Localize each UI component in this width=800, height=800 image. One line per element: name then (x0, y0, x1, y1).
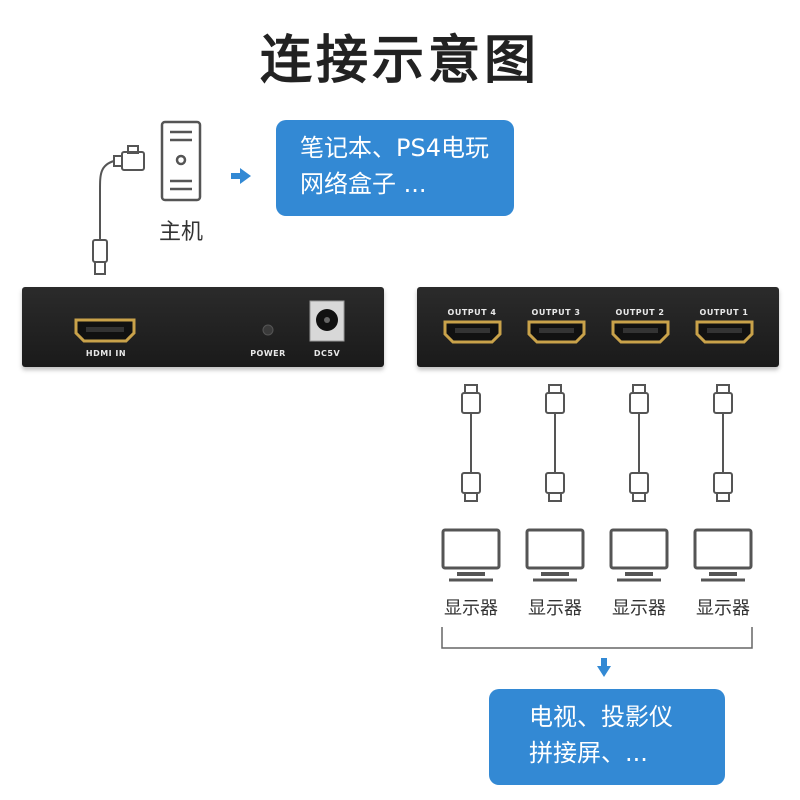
output-2-label: OUTPUT 2 (615, 308, 665, 317)
bracket-icon (441, 627, 753, 649)
monitor-4-label: 显示器 (444, 598, 498, 619)
hdmi-out-port-3-icon (527, 320, 586, 344)
hdmi-cable-4-icon (461, 384, 481, 502)
power-label: POWER (250, 349, 286, 358)
target-line-1: 电视、投影仪 (529, 703, 673, 731)
monitor-4-icon (441, 528, 501, 582)
hdmi-in-label: HDMI IN (85, 349, 127, 358)
source-line-1: 笔记本、PS4电玩 (300, 134, 489, 162)
source-devices-box: 笔记本、PS4电玩 网络盒子 ... (276, 120, 514, 216)
output-3-label: OUTPUT 3 (531, 308, 581, 317)
splitter-output-panel: OUTPUT 4 OUTPUT 3 OUTPUT 2 OUTPUT 1 (417, 287, 779, 367)
hdmi-cable-1-icon (713, 384, 733, 502)
monitor-2-icon (609, 528, 669, 582)
hdmi-out-port-4-icon (443, 320, 502, 344)
target-devices-box: 电视、投影仪 拼接屏、... (489, 689, 725, 785)
hdmi-out-port-2-icon (611, 320, 670, 344)
hdmi-cable-icon (92, 145, 145, 275)
monitor-3-icon (525, 528, 585, 582)
page-title: 连接示意图 (259, 31, 540, 91)
source-line-2: 网络盒子 ... (300, 170, 427, 198)
dc-jack-icon (309, 300, 345, 342)
splitter-input-panel: HDMI IN POWER DC5V (22, 287, 384, 367)
output-4-label: OUTPUT 4 (447, 308, 497, 317)
arrow-right-icon (231, 168, 251, 184)
dc5v-label: DC5V (313, 349, 341, 358)
monitor-2-label: 显示器 (612, 598, 666, 619)
pc-tower-icon (160, 120, 202, 202)
hdmi-in-port-icon (74, 318, 136, 343)
output-1-label: OUTPUT 1 (699, 308, 749, 317)
hdmi-cable-2-icon (629, 384, 649, 502)
target-line-2: 拼接屏、... (529, 739, 648, 767)
arrow-down-icon (597, 658, 611, 677)
monitor-1-icon (693, 528, 753, 582)
monitor-1-label: 显示器 (696, 598, 750, 619)
monitor-3-label: 显示器 (528, 598, 582, 619)
hdmi-out-port-1-icon (695, 320, 754, 344)
host-label: 主机 (158, 220, 203, 245)
power-led-icon (262, 324, 274, 336)
hdmi-cable-3-icon (545, 384, 565, 502)
